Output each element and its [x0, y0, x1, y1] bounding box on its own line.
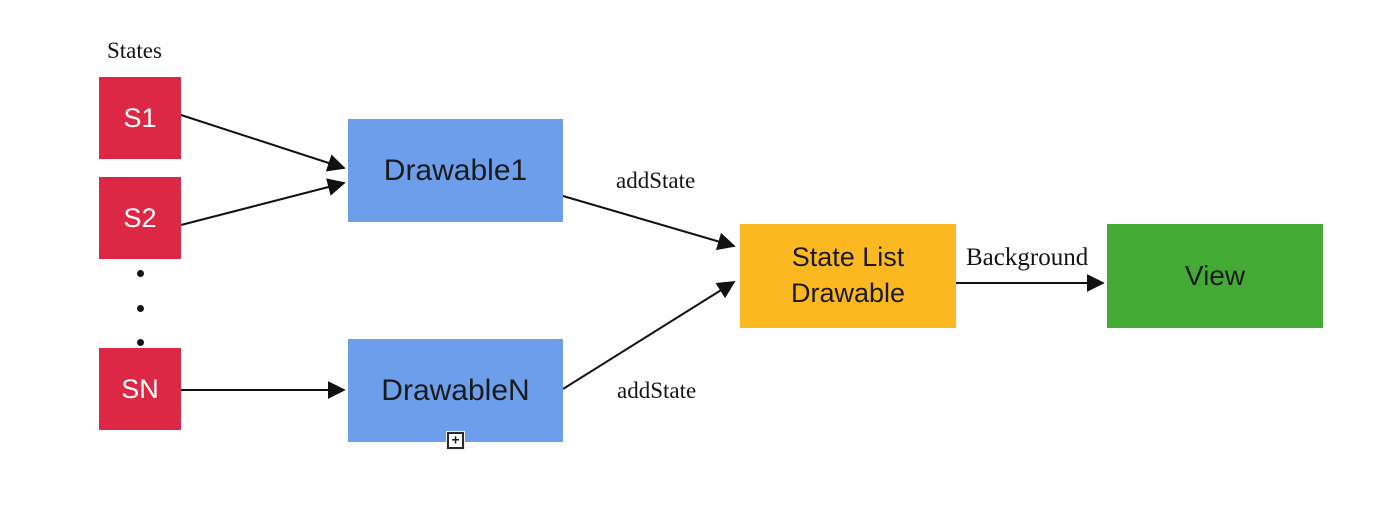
edge-label-addstate-top: addState: [616, 168, 696, 193]
ellipsis-dot: [137, 339, 144, 346]
arrow-s2-to-drawable1: [180, 178, 346, 226]
node-view: View: [1107, 224, 1323, 328]
node-drawablen: DrawableN: [348, 339, 563, 442]
expand-plus-icon[interactable]: +: [446, 431, 465, 450]
node-sn: SN: [99, 348, 181, 430]
arrow-drawablen-to-statelist: [562, 281, 736, 390]
node-state-list-drawable: State List Drawable: [740, 224, 956, 328]
arrow-s1-to-drawable1: [180, 114, 346, 172]
node-s1: S1: [99, 77, 181, 159]
states-group-label: States: [107, 38, 162, 63]
node-s2: S2: [99, 177, 181, 259]
ellipsis-dot: [137, 270, 144, 277]
edge-label-background: Background: [966, 244, 1089, 271]
state-list-drawable-label: State List Drawable: [790, 242, 906, 308]
node-drawable1: Drawable1: [348, 119, 563, 222]
ellipsis-dot: [137, 305, 144, 312]
arrow-drawable1-to-statelist: [562, 195, 736, 251]
edge-label-addstate-bottom: addState: [617, 378, 697, 403]
